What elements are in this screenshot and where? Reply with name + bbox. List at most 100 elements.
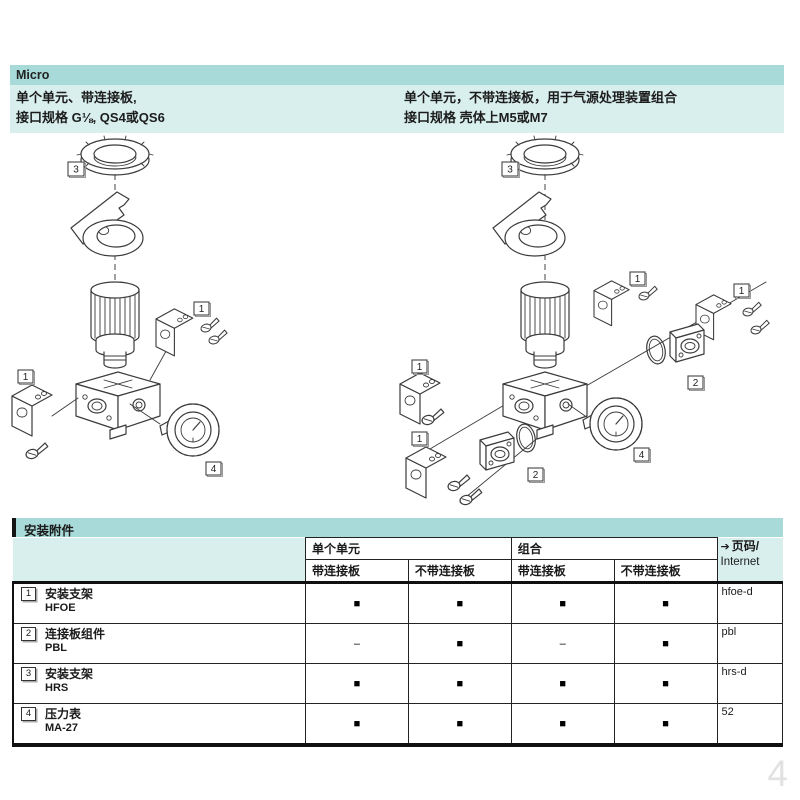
svg-text:1: 1 [417,362,423,373]
connector-line [51,397,79,417]
connecting-plate [669,323,705,363]
callout-3: 3 [67,161,86,178]
callout-2: 2 [687,375,705,391]
screw [740,301,764,318]
variant-left: 单个单元、带连接板, 接口规格 G⅛, QS4或QS6 [10,88,404,128]
column-group-single-unit: 单个单元 [305,537,512,560]
internet-col-label: Internet [720,555,760,568]
svg-text:1: 1 [635,274,641,285]
value-cell: ■ [613,582,718,624]
svg-text:2: 2 [693,378,699,389]
value-cell: – [305,623,409,664]
screw [457,488,485,507]
connector-line [567,403,589,419]
item-name: 压力表 [45,707,82,721]
value-cell: ■ [613,703,718,746]
callout-2: 2 [527,467,545,483]
item-code: MA-27 [45,722,79,734]
svg-text:3: 3 [507,165,513,176]
item-code: PBL [45,642,67,654]
callout-1: 1 [733,283,751,299]
connector-line [459,431,546,503]
subcol-without-plate: 不带连接板 [613,559,718,583]
screw [23,442,51,461]
svg-text:1: 1 [23,372,29,383]
regulator-knob [520,281,570,369]
header-spacer [13,537,306,560]
page-code-cell: hrs-d [716,663,783,704]
seal-ring [513,421,539,455]
item-number-badge: 1 [21,587,36,601]
pressure-gauge [159,403,220,457]
screw [419,408,447,427]
screw [748,319,772,336]
page-col-label: 页码/ [731,538,760,553]
value-cell: ■ [510,663,615,704]
connector-line [129,403,161,425]
column-page-internet: ➔页码/ Internet [716,537,783,583]
callout-1: 1 [193,301,211,317]
page-number: 4 [767,753,788,794]
callout-1: 1 [411,359,429,375]
value-cell: ■ [407,582,512,624]
mounting-bracket-hrs [70,191,144,257]
svg-text:1: 1 [739,286,745,297]
header-spacer [13,559,306,583]
foot-bracket [593,280,630,327]
variant-left-line1: 单个单元、带连接板, [16,90,137,105]
value-cell: ■ [305,703,409,746]
callout-3: 3 [501,161,520,178]
variant-right-line1: 单个单元，不带连接板，用于气源处理装置组合 [404,90,678,105]
item-code: HFOE [45,602,76,614]
subcol-with-plate: 带连接板 [305,559,409,583]
accessories-table: 安装附件 单个单元 组合 ➔页码/ Internet 带连接板 不带连接板 带连… [12,518,783,747]
value-cell: ■ [510,582,615,624]
item-name: 连接板组件 [45,627,106,641]
variant-left-line2: 接口规格 G⅛, QS4或QS6 [16,110,165,125]
svg-text:4: 4 [639,450,645,461]
product-series-title: Micro [10,65,784,85]
value-cell: ■ [305,582,409,624]
svg-text:2: 2 [533,470,539,481]
svg-text:3: 3 [73,165,79,176]
mounting-bracket-hrs [492,191,566,257]
regulator-knob [90,281,140,369]
variant-descriptions: 单个单元、带连接板, 接口规格 G⅛, QS4或QS6 单个单元，不带连接板，用… [10,85,784,133]
svg-text:1: 1 [417,434,423,445]
foot-bracket [11,384,53,437]
page-code-cell: hfoe-d [716,582,783,624]
variant-right-line2: 接口规格 壳体上M5或M7 [404,110,548,125]
screw [636,285,660,302]
svg-text:1: 1 [199,304,205,315]
value-cell: ■ [510,703,615,746]
item-number-badge: 4 [21,707,36,721]
exploded-diagram-without-plate: 3 1 1 [398,132,790,510]
page-code-cell: 52 [716,703,783,746]
arrow-right-icon: ➔ [720,540,730,553]
value-cell: ■ [407,623,512,664]
item-name: 安装支架 [45,667,94,681]
variant-right: 单个单元，不带连接板，用于气源处理装置组合 接口规格 壳体上M5或M7 [404,88,784,128]
exploded-diagram-with-plate: 3 1 1 [8,132,258,510]
value-cell: ■ [613,663,718,704]
svg-text:4: 4 [211,464,217,475]
accessories-table-title: 安装附件 [12,518,783,538]
screw [198,317,222,334]
regulator-body [502,371,588,440]
accessories-table-header: 单个单元 组合 ➔页码/ Internet 带连接板 不带连接板 带连接板 不带… [13,537,783,583]
foot-bracket [405,446,447,499]
connecting-plate [479,431,515,471]
callout-1: 1 [629,271,647,287]
value-cell: ■ [407,663,512,704]
subcol-without-plate: 不带连接板 [407,559,512,583]
pressure-gauge [582,397,643,451]
